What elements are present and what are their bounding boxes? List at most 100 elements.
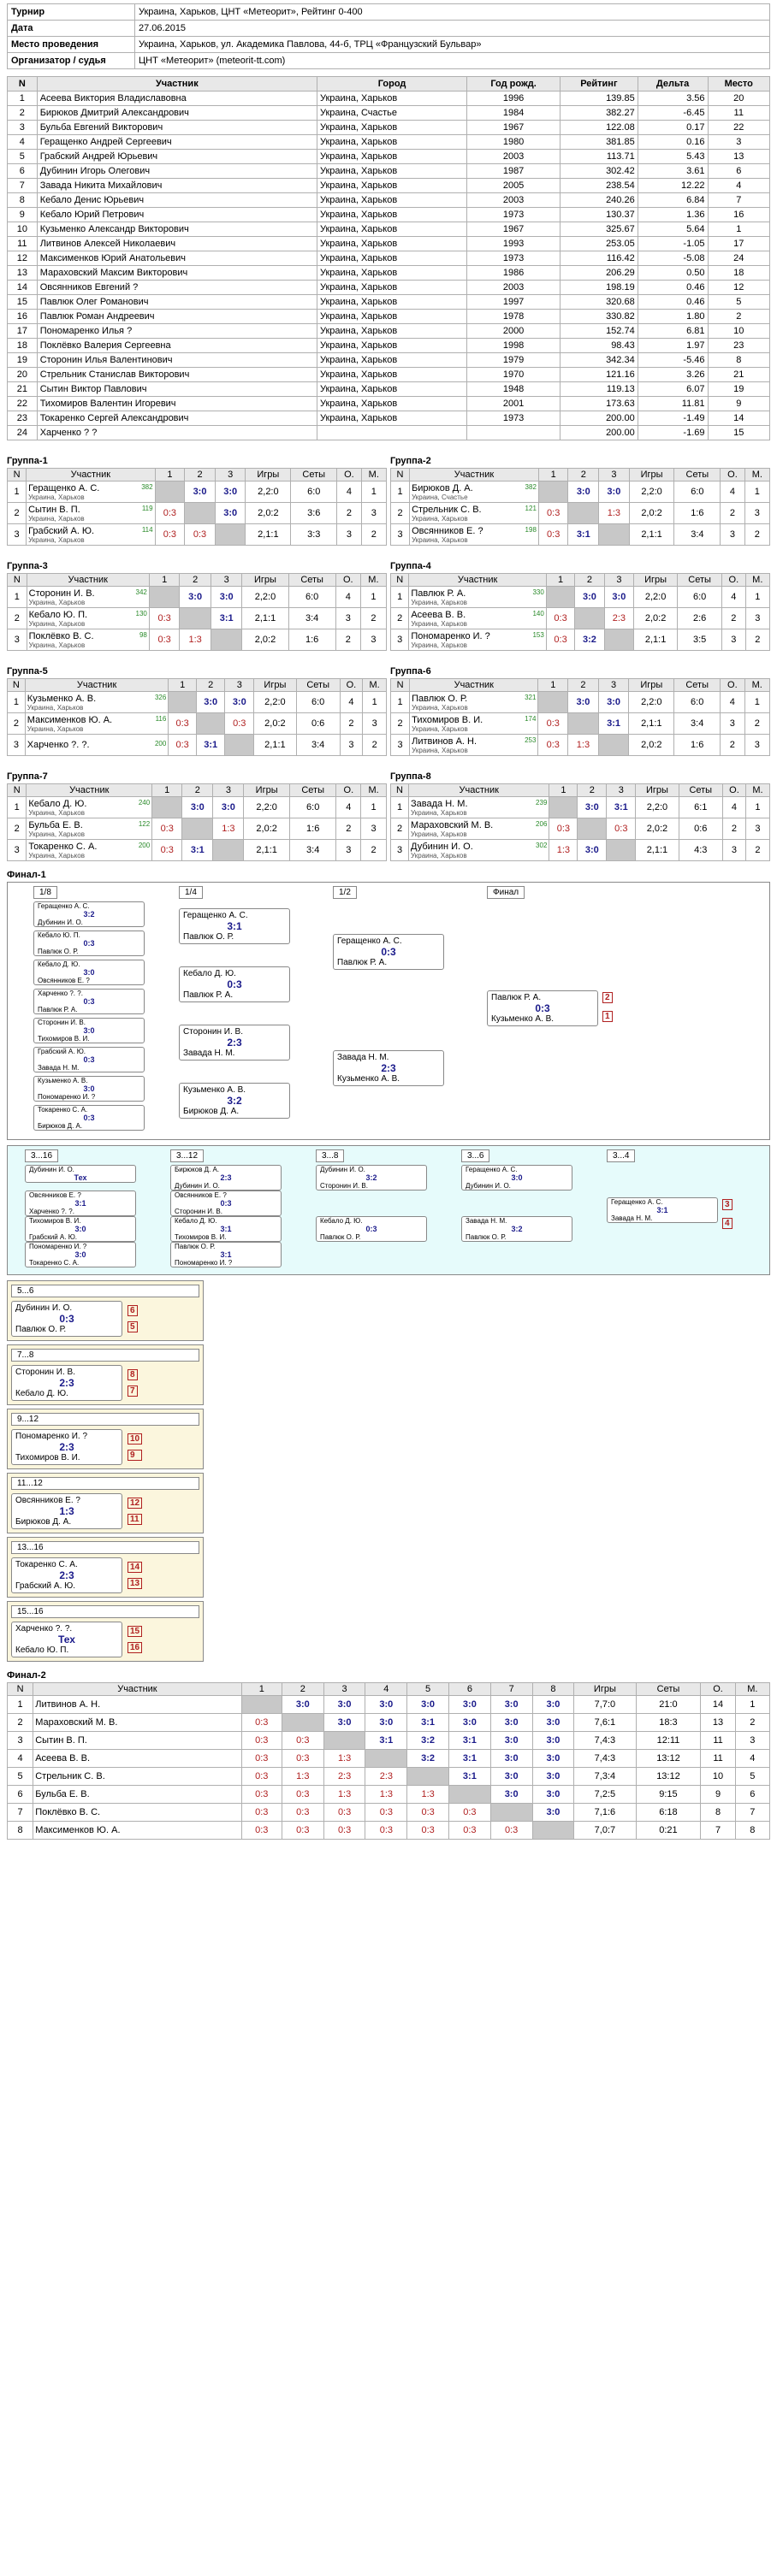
match-player-1: Дубинин И. О. <box>29 1166 74 1173</box>
final1-title: Финал-1 <box>7 870 46 880</box>
final2-cell: 0:3 <box>448 1821 491 1840</box>
player-name: Павлюк Р. А. <box>411 588 466 599</box>
group-title: Группа-6 <box>390 666 431 676</box>
player-cell: 98.43 <box>560 338 638 353</box>
player-cell: Литвинов Алексей Николаевич <box>36 236 317 251</box>
player-cell: Украина, Харьков <box>316 381 468 397</box>
player-cell: Кебало Юрий Петрович <box>36 207 317 222</box>
player-cell: Украина, Харьков <box>316 207 468 222</box>
match-player-2: Бирюков Д. А. <box>38 1122 83 1130</box>
player-city: Украина, Харьков <box>28 535 85 544</box>
player-rating: 98 <box>139 630 147 639</box>
player-cell: 152.74 <box>560 323 638 339</box>
group-header-cell: 2 <box>577 783 608 797</box>
match-score: 0:3 <box>381 946 396 958</box>
group-result <box>184 502 216 524</box>
player-cell <box>466 425 561 440</box>
match-player-2: Пономаренко И. ? <box>175 1259 233 1267</box>
group-sets: 3:4 <box>295 734 341 756</box>
player-cell: 2 <box>7 105 38 121</box>
group-result: 3:0 <box>567 481 600 503</box>
match-score: 3:0 <box>74 1250 86 1259</box>
group-games: 2,2:0 <box>245 481 292 503</box>
match-score: 0:3 <box>365 1225 377 1233</box>
round-header: 1/8 <box>33 886 57 899</box>
player-cell: Украина, Харьков <box>316 236 468 251</box>
player-cell: Украина, Харьков <box>316 367 468 382</box>
group-points: 3 <box>336 523 362 546</box>
final2-cell: 3:0 <box>489 1749 533 1768</box>
group-points: 2 <box>720 734 745 756</box>
group-result: 3:1 <box>195 734 226 756</box>
group-header-cell: 2 <box>181 783 214 797</box>
player-cell: 1973 <box>466 251 561 266</box>
player-cell: Асеева Виктория Владиславовна <box>36 91 317 106</box>
player-city: Украина, Харьков <box>412 703 468 712</box>
group-header-cell: N <box>6 468 27 482</box>
group-n: 3 <box>389 839 410 861</box>
group-games: 2,2:0 <box>243 796 290 818</box>
player-city: Украина, Харьков <box>411 641 467 649</box>
group-header-cell: Игры <box>635 783 679 797</box>
group-title: Группа-8 <box>390 771 431 782</box>
group-n: 2 <box>6 818 27 840</box>
match-score: 3:0 <box>83 1026 95 1035</box>
player-cell: 6 <box>7 163 38 179</box>
place-tag: 3 <box>722 1199 733 1210</box>
group-games: 2,1:1 <box>253 734 297 756</box>
group-header-cell: О. <box>336 468 362 482</box>
player-cell: Максименков Юрий Анатольевич <box>36 251 317 266</box>
match-score: 2:3 <box>381 1062 396 1074</box>
final2-cell: 1:3 <box>323 1749 366 1768</box>
group-header-cell: Сеты <box>678 783 723 797</box>
player-cell: 4 <box>7 134 38 150</box>
place-tag: 4 <box>722 1218 733 1229</box>
final2-cell: 3:0 <box>448 1713 491 1732</box>
player-cell: 9 <box>707 396 770 411</box>
match-player-2: Завада Н. М. <box>183 1049 235 1058</box>
group-header-cell: 3 <box>603 573 635 587</box>
group-title: Группа-5 <box>7 666 48 676</box>
round-header: Финал <box>487 886 525 899</box>
match-score: 3:2 <box>83 910 95 919</box>
group-result: 0:3 <box>154 502 186 524</box>
player-cell: 20 <box>707 91 770 106</box>
final2-cell <box>448 1785 491 1804</box>
player-cell: 3.61 <box>637 163 709 179</box>
player-cell: Мараховский Максим Викторович <box>36 265 317 281</box>
match-player-2: Павлюк О. Р. <box>15 1325 67 1334</box>
match-player-2: Завада Н. М. <box>611 1214 653 1222</box>
player-cell: 1973 <box>466 207 561 222</box>
match-player-2: Тихомиров В. И. <box>175 1233 227 1241</box>
final2-cell: 0:3 <box>240 1713 282 1732</box>
match-score: 2:3 <box>227 1037 242 1049</box>
group-points: 4 <box>721 796 746 818</box>
match-score: 3:1 <box>74 1199 86 1208</box>
group-header-cell: N <box>389 573 410 587</box>
group-points: 3 <box>339 734 364 756</box>
player-rating: 114 <box>141 525 153 534</box>
match-player-1: Грабский А. Ю. <box>38 1048 86 1055</box>
place-tag: 10 <box>128 1433 143 1445</box>
match-player-1: Сторонин И. В. <box>15 1368 75 1377</box>
player-cell: Украина, Счастье <box>316 105 468 121</box>
player-cell: Украина, Харьков <box>316 251 468 266</box>
